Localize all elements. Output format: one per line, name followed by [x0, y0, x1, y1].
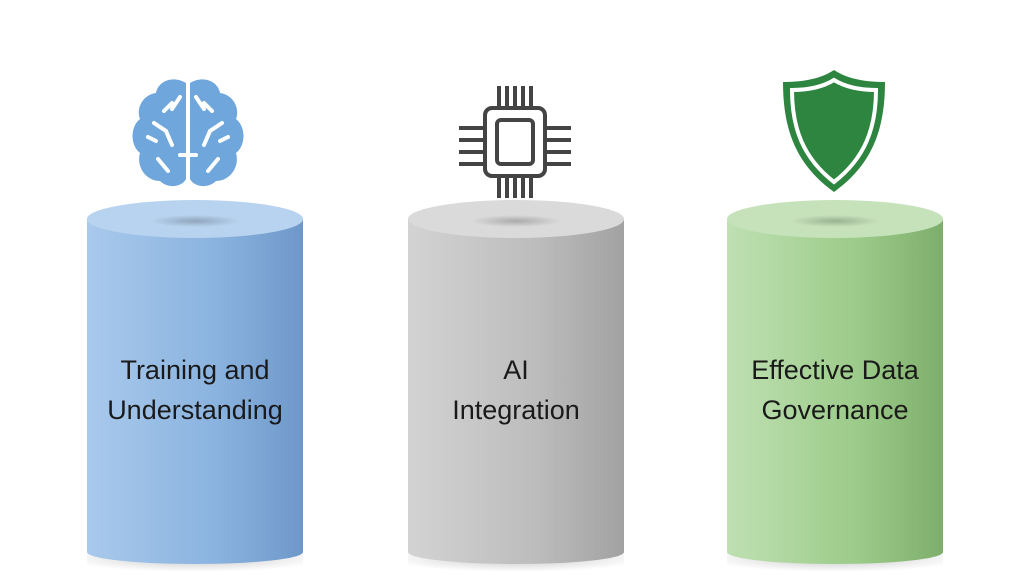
pillar-label: AI Integration — [408, 350, 624, 430]
pillar-ai-integration: AI Integration — [408, 200, 624, 572]
label-line: Integration — [452, 395, 580, 425]
label-line: Governance — [761, 395, 909, 425]
label-line: Effective Data — [751, 355, 919, 385]
cylinder-blue — [87, 200, 303, 572]
pillar-label: Effective Data Governance — [727, 350, 943, 430]
pillar-label: Training and Understanding — [87, 350, 303, 430]
shield-icon — [783, 70, 885, 192]
cylinder-gray — [408, 200, 624, 572]
brain-icon — [132, 79, 244, 187]
pillar-training: Training and Understanding — [87, 200, 303, 572]
cylinder-green — [727, 200, 943, 572]
label-line: Training and — [120, 355, 270, 385]
pillar-data-governance: Effective Data Governance — [727, 200, 943, 572]
label-line: AI — [503, 355, 529, 385]
chip-icon — [459, 86, 571, 198]
label-line: Understanding — [107, 395, 283, 425]
